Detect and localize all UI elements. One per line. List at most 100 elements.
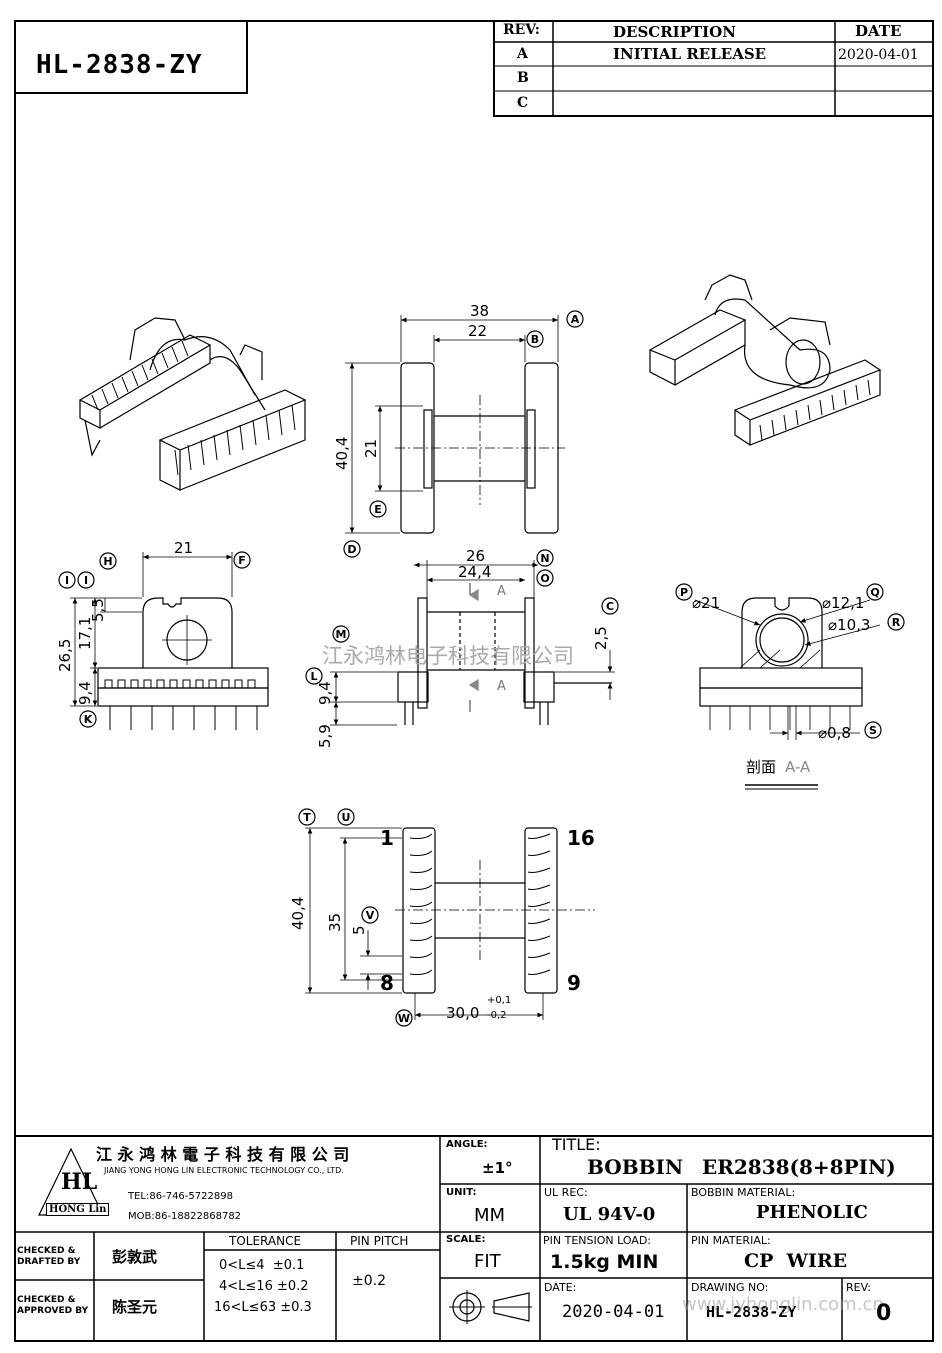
watermark-company: 江永鸿林电子科技有限公司 bbox=[322, 644, 574, 668]
rev-row-a: A bbox=[517, 46, 528, 62]
pin-pitch-header: PIN PITCH bbox=[350, 1234, 409, 1248]
revision-table: REV: DESCRIPTION DATE A INITIAL RELEASE … bbox=[493, 20, 934, 117]
rev-row-b: B bbox=[517, 70, 529, 86]
title-value-2: ER2838(8+8PIN) bbox=[702, 1155, 896, 1179]
title-value-1: BOBBIN bbox=[587, 1155, 684, 1179]
balloon-letter: S bbox=[869, 724, 877, 737]
dim-label: ⌀21 bbox=[692, 594, 720, 612]
balloon-letters: A B D E H F I I K N O C M L P Q R S T U … bbox=[65, 313, 901, 1025]
title-block: HL HONG Lin 江 永 鸿 林 電 子 科 技 有 限 公 司 JIAN… bbox=[14, 1135, 934, 1342]
ul-label: UL REC: bbox=[544, 1186, 588, 1199]
dim-label: 17,1 bbox=[76, 617, 94, 650]
drawing-no-label: DRAWING NO: bbox=[691, 1281, 769, 1294]
pin-number: 9 bbox=[567, 971, 581, 995]
dim-label: ⌀12,1 bbox=[822, 594, 864, 612]
dim-label: 9,4 bbox=[76, 681, 94, 705]
section-marker-label: A bbox=[497, 584, 506, 599]
title-block-grid bbox=[14, 1135, 934, 1342]
approver-name: 陈圣元 bbox=[112, 1298, 158, 1316]
iso-view-left bbox=[78, 317, 307, 491]
balloon-letter: K bbox=[84, 713, 93, 726]
balloon-letter: L bbox=[310, 670, 317, 683]
material-label: BOBBIN MATERIAL: bbox=[691, 1186, 796, 1199]
dim-label: 40,4 bbox=[333, 437, 351, 470]
checked-drafted-label: CHECKED & DRAFTED BY bbox=[17, 1246, 81, 1267]
company-tel: TEL:86-746-5722898 bbox=[128, 1191, 233, 1202]
bottom-view bbox=[305, 827, 595, 1020]
front-view bbox=[330, 560, 615, 726]
drawing-id-box bbox=[14, 20, 248, 94]
rev-header: REV: bbox=[503, 22, 540, 38]
balloon-letter: H bbox=[103, 555, 112, 568]
drafter-name: 彭敦武 bbox=[112, 1248, 158, 1266]
side-view bbox=[70, 552, 269, 730]
pin-number: 16 bbox=[567, 826, 595, 850]
balloon-letter: W bbox=[398, 1012, 410, 1025]
logo-text: HL bbox=[61, 1169, 98, 1195]
ul-value: UL 94V-0 bbox=[563, 1204, 656, 1225]
balloon-letter: M bbox=[336, 628, 347, 641]
watermark-url: www.jyhonglin.com.cn bbox=[682, 1294, 884, 1315]
tension-value: 1.5kg MIN bbox=[550, 1251, 659, 1273]
dim-label: 22 bbox=[468, 322, 487, 340]
dim-tolerance: +0,1 bbox=[487, 995, 511, 1006]
dim-label: 5 bbox=[350, 925, 368, 935]
iso-view-right bbox=[648, 274, 882, 447]
scale-value: FIT bbox=[474, 1251, 501, 1272]
dim-label: 5,5 bbox=[89, 598, 107, 622]
description-header: DESCRIPTION bbox=[613, 23, 736, 41]
dim-label: 24,4 bbox=[458, 563, 491, 581]
scale-label: SCALE: bbox=[446, 1234, 486, 1245]
dim-label: 38 bbox=[470, 302, 489, 320]
rev-row-a-description: INITIAL RELEASE bbox=[613, 45, 767, 63]
rev-row-c: C bbox=[517, 95, 529, 111]
logo-subtext: HONG Lin bbox=[46, 1203, 110, 1216]
balloon-letter: T bbox=[303, 811, 311, 824]
company-name-cn: 江 永 鸿 林 電 子 科 技 有 限 公 司 bbox=[96, 1145, 350, 1164]
balloon-letter: U bbox=[342, 811, 351, 824]
top-view bbox=[345, 315, 565, 534]
dim-label: 35 bbox=[326, 913, 344, 932]
dim-label: 2,5 bbox=[592, 626, 610, 650]
technical-drawing: A B D E H F I I K N O C M L P Q R S T U … bbox=[56, 274, 905, 1027]
balloon-letter: D bbox=[347, 543, 356, 556]
pin-material-value: CP WIRE bbox=[744, 1250, 848, 1272]
rev-label: REV: bbox=[846, 1281, 871, 1294]
dim-label: ⌀0,8 bbox=[818, 724, 851, 742]
section-label: 剖面 bbox=[746, 758, 776, 776]
balloons bbox=[58, 310, 905, 1027]
dim-label: 26,5 bbox=[56, 639, 74, 672]
dim-label: 40,4 bbox=[289, 897, 307, 930]
dim-label: 5,9 bbox=[316, 724, 334, 748]
balloon-letter: F bbox=[238, 554, 246, 567]
tolerance-header: TOLERANCE bbox=[229, 1234, 302, 1248]
drawing-no-value: HL-2838-ZY bbox=[706, 1303, 797, 1321]
rev-value: 0 bbox=[876, 1301, 892, 1326]
angle-value: ±1° bbox=[482, 1159, 513, 1177]
date-label: DATE: bbox=[544, 1281, 577, 1294]
balloon-letter: A bbox=[571, 313, 580, 326]
section-label-suffix: A-A bbox=[785, 758, 811, 776]
pin-material-label: PIN MATERIAL: bbox=[691, 1234, 771, 1247]
balloon-letter: V bbox=[366, 909, 375, 922]
dim-label: ⌀10,3 bbox=[828, 616, 870, 634]
section-marker-label: A bbox=[497, 679, 506, 694]
date-header: DATE bbox=[855, 22, 902, 40]
balloon-letter: C bbox=[606, 600, 614, 613]
section-view bbox=[694, 597, 881, 790]
pin-number: 1 bbox=[380, 826, 394, 850]
balloon-letter: E bbox=[374, 503, 382, 516]
angle-label: ANGLE: bbox=[446, 1139, 488, 1150]
pin-numbers: 1 8 9 16 bbox=[380, 826, 595, 995]
balloon-letter: R bbox=[892, 616, 901, 629]
balloon-letter: P bbox=[680, 586, 688, 599]
balloon-letter: N bbox=[540, 552, 549, 565]
dim-label: 26 bbox=[466, 547, 485, 565]
material-value: PHENOLIC bbox=[756, 1202, 868, 1223]
dim-label: 9,4 bbox=[316, 681, 334, 705]
pin-number: 8 bbox=[380, 971, 394, 995]
dim-tolerance: -0,2 bbox=[487, 1010, 507, 1021]
dim-label: 21 bbox=[174, 539, 193, 557]
tension-label: PIN TENSION LOAD: bbox=[543, 1234, 652, 1247]
balloon-letter: Q bbox=[870, 586, 879, 599]
